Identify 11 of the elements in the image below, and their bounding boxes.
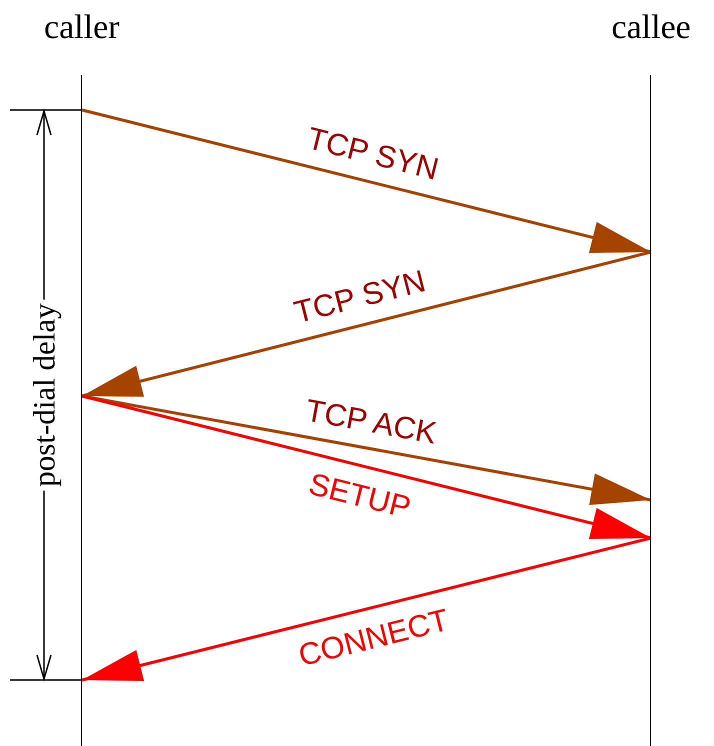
edge-label: TCP SYN bbox=[290, 264, 428, 329]
edge-label: TCP ACK bbox=[303, 394, 440, 450]
arrow bbox=[82, 394, 652, 505]
edge-label: TCP SYN bbox=[304, 122, 442, 186]
arrow bbox=[82, 536, 652, 682]
lifeline-heading: caller bbox=[44, 10, 120, 46]
arrow bbox=[82, 108, 652, 254]
arrow bbox=[82, 394, 652, 540]
edge-label: SETUP bbox=[305, 468, 414, 524]
arrow bbox=[82, 250, 652, 398]
lifeline-heading: callee bbox=[612, 10, 690, 46]
